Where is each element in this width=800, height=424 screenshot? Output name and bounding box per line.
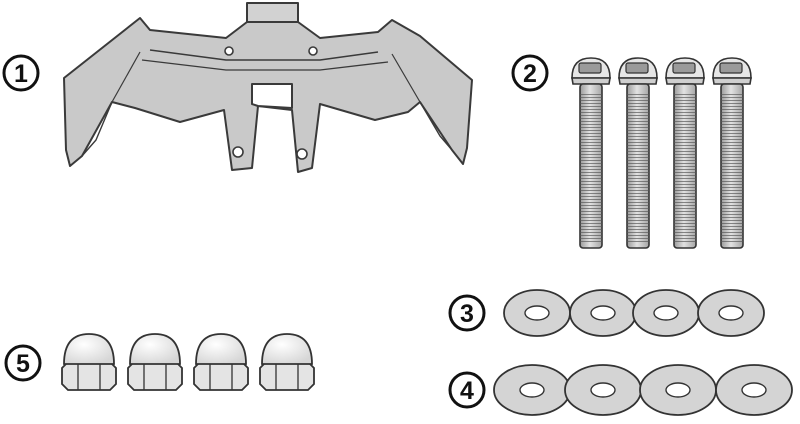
callout-1: 1 (2, 54, 40, 92)
screw (618, 57, 658, 249)
callout-3: 3 (448, 294, 486, 332)
washer (564, 364, 642, 416)
washer (697, 289, 765, 337)
washer (639, 364, 717, 416)
callout-4-number: 4 (460, 377, 474, 405)
washer (503, 289, 571, 337)
cap-nut (61, 333, 117, 391)
screws-part (571, 57, 752, 249)
cap-nut (127, 333, 183, 391)
bracket-part (63, 2, 473, 173)
cap-nut (259, 333, 315, 391)
callout-2: 2 (511, 54, 549, 92)
callout-3-number: 3 (460, 300, 474, 328)
callout-2-number: 2 (523, 60, 537, 88)
screw (665, 57, 705, 249)
washer (493, 364, 571, 416)
cap-nut (193, 333, 249, 391)
screw (571, 57, 611, 249)
callout-5: 5 (4, 344, 42, 382)
callout-1-number: 1 (14, 60, 28, 88)
callout-5-number: 5 (16, 350, 30, 378)
screw (712, 57, 752, 249)
washer (569, 289, 637, 337)
small-washers-part (503, 289, 765, 337)
cap-nuts-part (61, 333, 315, 391)
washer (632, 289, 700, 337)
washer (715, 364, 793, 416)
large-washers-part (493, 364, 793, 416)
callout-4: 4 (448, 371, 486, 409)
